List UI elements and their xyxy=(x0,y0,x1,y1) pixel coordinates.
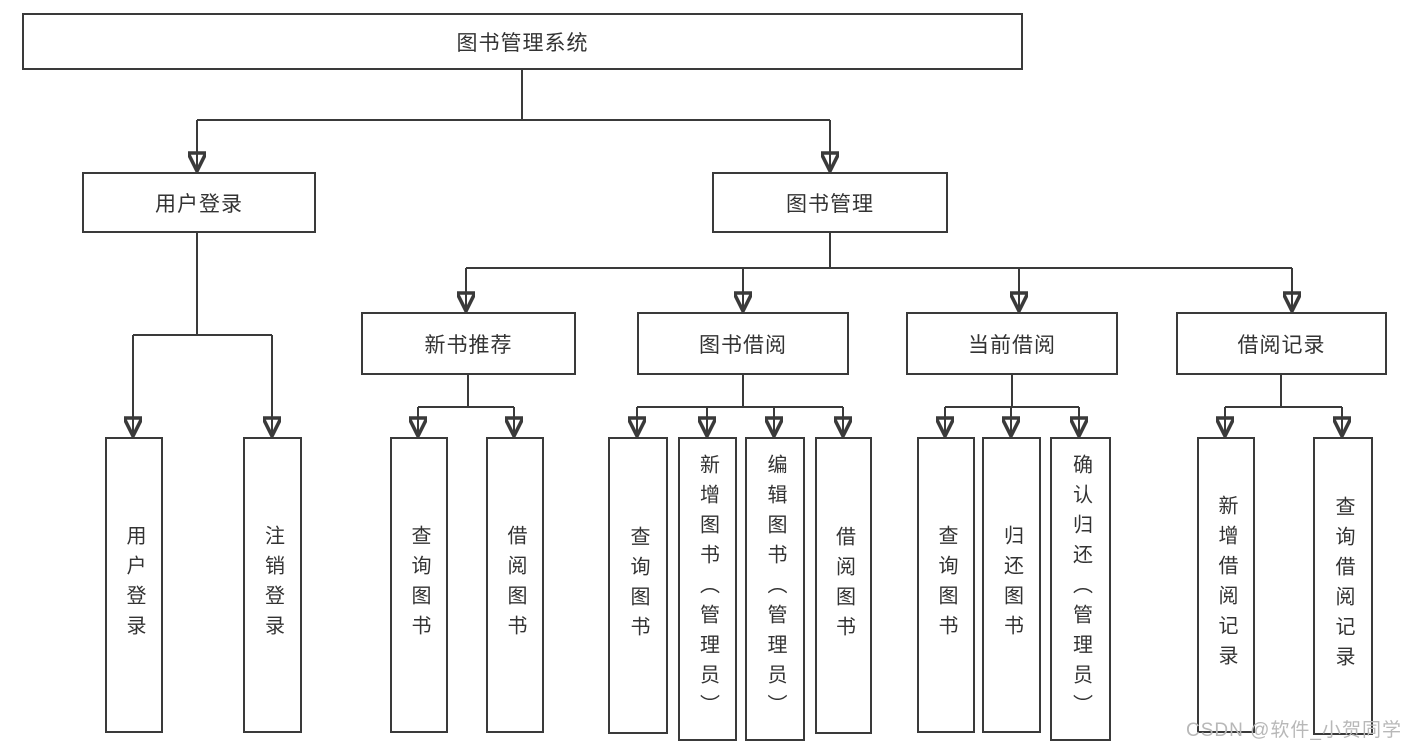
node-label: 新书推荐 xyxy=(424,333,513,357)
leaf-logout: 注销登录 xyxy=(243,437,302,733)
node-label: 查询图书 xyxy=(408,525,430,645)
leaf-add-borrow-record: 新增借阅记录 xyxy=(1197,437,1255,733)
node-label: 新增借阅记录 xyxy=(1215,495,1237,675)
node-book-management: 图书管理 xyxy=(712,172,948,233)
node-book-borrowing: 图书借阅 xyxy=(637,312,849,375)
leaf-query-books: 查询图书 xyxy=(390,437,448,733)
node-label: 确认归还（管理员） xyxy=(1069,454,1092,724)
leaf-borrow-books: 借阅图书 xyxy=(486,437,544,733)
leaf-query-borrow-record: 查询借阅记录 xyxy=(1313,437,1373,735)
node-label: 查询借阅记录 xyxy=(1332,496,1354,676)
node-label: 归还图书 xyxy=(1000,525,1023,645)
node-label: 图书借阅 xyxy=(699,333,787,357)
node-label: 用户登录 xyxy=(123,525,145,645)
node-label: 当前借阅 xyxy=(968,333,1056,357)
node-label: 借阅图书 xyxy=(832,525,855,646)
node-label: 图书管理系统 xyxy=(456,31,589,55)
leaf-borrow-books-2: 借阅图书 xyxy=(815,437,872,734)
leaf-query-books-3: 查询图书 xyxy=(917,437,975,733)
leaf-query-books-2: 查询图书 xyxy=(608,437,668,734)
node-label: 新增图书（管理员） xyxy=(696,454,719,724)
node-label: 借阅图书 xyxy=(504,525,526,645)
node-user-login: 用户登录 xyxy=(82,172,316,233)
csdn-watermark: CSDN @软件_小贺同学 xyxy=(1186,720,1402,741)
leaf-edit-books-admin: 编辑图书（管理员） xyxy=(745,437,805,741)
connector-arrows xyxy=(133,120,1342,436)
node-label: 查询图书 xyxy=(627,525,649,646)
node-label: 借阅记录 xyxy=(1237,333,1326,357)
node-label: 图书管理 xyxy=(786,192,874,216)
node-borrowing-records: 借阅记录 xyxy=(1176,312,1387,375)
leaf-user-login: 用户登录 xyxy=(105,437,163,733)
leaf-return-books: 归还图书 xyxy=(982,437,1041,733)
node-label: 注销登录 xyxy=(261,525,284,645)
node-current-borrowing: 当前借阅 xyxy=(906,312,1118,375)
node-new-book-recommendation: 新书推荐 xyxy=(361,312,576,375)
node-library-management-system: 图书管理系统 xyxy=(22,13,1023,70)
node-label: 编辑图书（管理员） xyxy=(764,454,786,724)
node-label: 用户登录 xyxy=(155,192,243,216)
node-label: 查询图书 xyxy=(935,525,957,645)
leaf-add-books-admin: 新增图书（管理员） xyxy=(678,437,737,741)
leaf-confirm-return-admin: 确认归还（管理员） xyxy=(1050,437,1111,741)
